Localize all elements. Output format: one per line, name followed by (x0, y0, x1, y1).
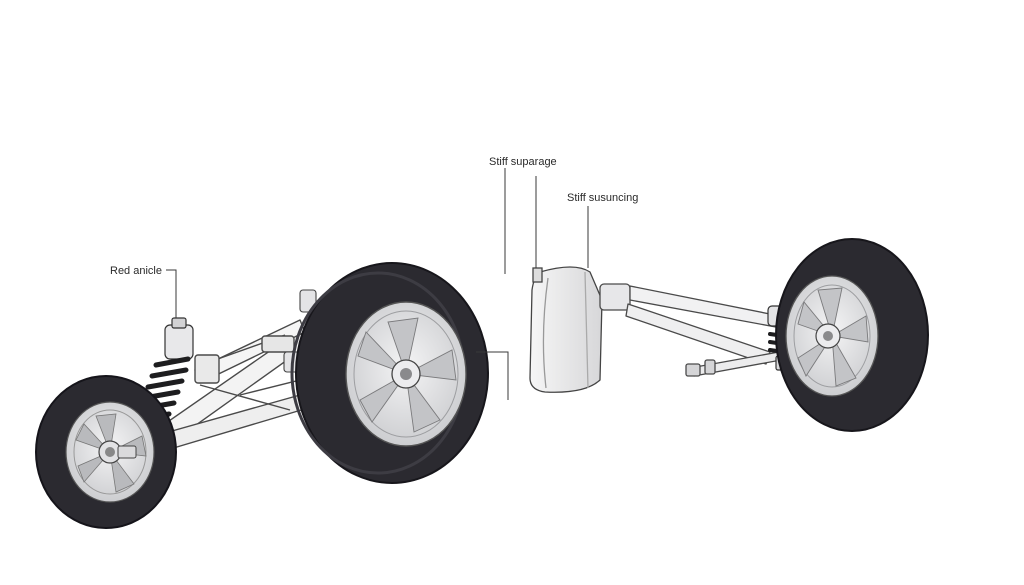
right-suspension-arm (599, 283, 793, 377)
label-red-anicle: Red anicle (110, 265, 162, 277)
leader-center-wheel (476, 351, 509, 400)
label-stiff-susuncing: Stiff susuncing (567, 192, 639, 204)
leader-red-anicle (166, 269, 177, 318)
right-rear-wheel (775, 238, 929, 432)
brake-housing (529, 266, 603, 393)
center-wheel (290, 262, 489, 484)
label-stiff-suparage: Stiff suparage (489, 156, 557, 168)
left-front-wheel (35, 375, 177, 529)
leader-lines (166, 168, 589, 400)
